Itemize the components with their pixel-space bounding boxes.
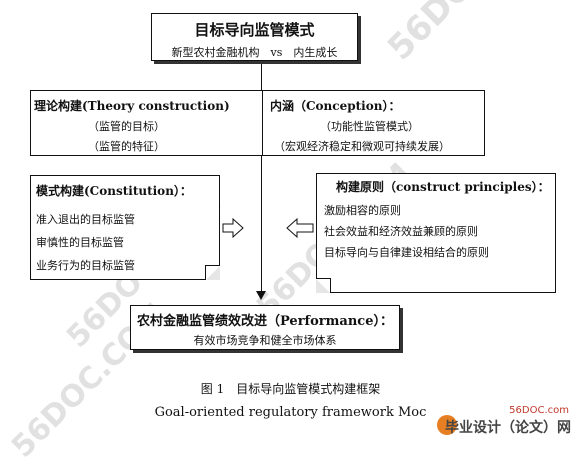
- right-block-arrow: [222, 218, 244, 238]
- page-fold: [316, 278, 331, 293]
- constitution-item: 审慎性的目标监管: [36, 236, 124, 249]
- principles-item: 社会效益和经济效益兼顾的原则: [324, 225, 478, 238]
- site-stamp: 56DOC.com 毕业设计（论文）网: [415, 405, 575, 439]
- stamp-site: 56DOC.com: [509, 405, 569, 416]
- connector-arrowhead: [256, 291, 266, 300]
- constitution-box: [30, 175, 220, 280]
- top-box-subtitle: 新型农村金融机构 vs 内生成长: [171, 46, 338, 59]
- theory-heading: 理论构建(Theory construction): [34, 99, 230, 113]
- theory-item: （监管的目标）: [88, 120, 165, 133]
- performance-box: 农村金融监管绩效改进（Performance）： 有效市场竞争和健全市场体系: [130, 305, 400, 350]
- stamp-name: 毕业设计（论文）网: [445, 420, 571, 436]
- connector-line: [261, 61, 262, 293]
- figure-caption-cn: 图 1 目标导向监管模式构建框架: [200, 382, 381, 396]
- performance-subtitle: 有效市场竞争和健全市场体系: [193, 334, 337, 347]
- performance-heading: 农村金融监管绩效改进（Performance）：: [137, 314, 393, 329]
- theory-item: （监管的特征）: [88, 140, 165, 153]
- conception-heading: 内涵（Conception）：: [270, 99, 401, 113]
- constitution-heading: 模式构建(Constitution）：: [36, 184, 192, 198]
- conception-item: （功能性监管模式）: [320, 120, 419, 133]
- figure-caption-en: Goal-oriented regulatory framework Moc: [154, 405, 427, 420]
- top-box: 目标导向监管模式 新型农村金融机构 vs 内生成长: [151, 13, 358, 61]
- principles-item: 目标导向与自律建设相结合的原则: [324, 246, 489, 259]
- left-block-arrow: [286, 218, 314, 238]
- page-fold: [205, 265, 220, 280]
- watermark: 56DOC.COM: [380, 0, 571, 68]
- principles-heading: 构建原则（construct principles）：: [336, 180, 550, 194]
- principles-item: 激励相容的原则: [324, 204, 401, 217]
- theory-conception-box: [30, 90, 485, 156]
- constitution-item: 业务行为的目标监管: [36, 259, 135, 272]
- principles-box: [316, 173, 556, 293]
- box-divider: [262, 91, 263, 155]
- conception-item: （宏观经济稳定和微观可持续发展）: [274, 140, 450, 153]
- constitution-item: 准入退出的目标监管: [36, 213, 135, 226]
- site-logo-icon: [437, 415, 457, 435]
- top-box-title: 目标导向监管模式: [194, 21, 315, 39]
